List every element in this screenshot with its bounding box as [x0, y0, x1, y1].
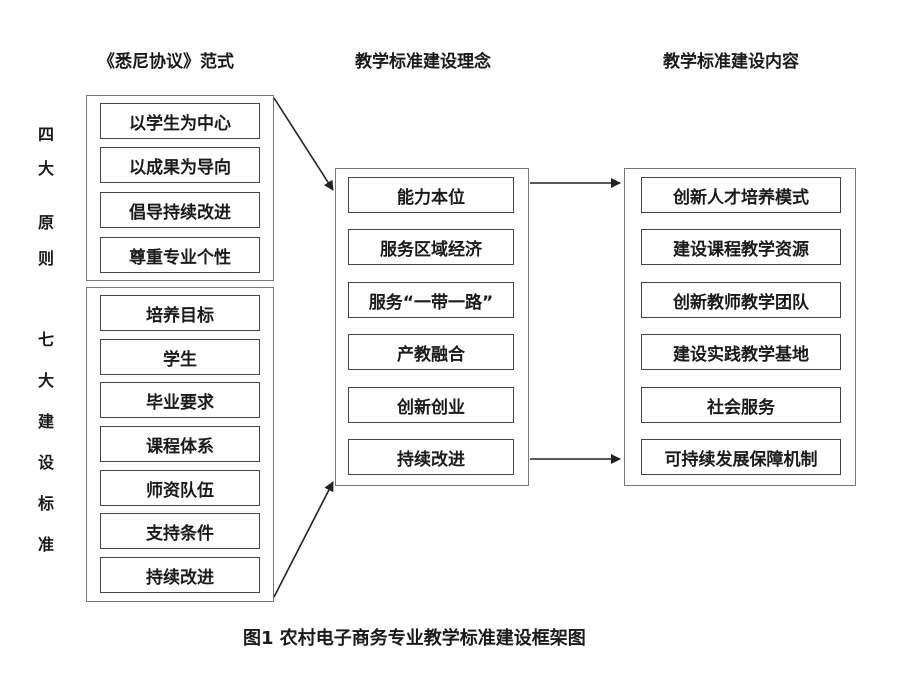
content-box: 可持续发展保障机制: [641, 439, 841, 475]
principles-group: [86, 95, 274, 281]
standard-box: 师资队伍: [100, 470, 260, 506]
standards-group: [86, 287, 274, 602]
standard-box: 学生: [100, 339, 260, 375]
content-box: 创新人才培养模式: [641, 177, 841, 213]
content-box: 建设实践教学基地: [641, 334, 841, 370]
standard-box: 课程体系: [100, 426, 260, 462]
concept-box: 服务区域经济: [348, 229, 514, 265]
concepts-group: [335, 168, 529, 486]
concept-box: 能力本位: [348, 177, 514, 213]
standard-box: 毕业要求: [100, 382, 260, 418]
arrow-principles-to-concepts: [273, 97, 334, 191]
concept-box: 服务“一带一路”: [348, 282, 514, 318]
concept-box: 创新创业: [348, 387, 514, 423]
concept-box: 产教融合: [348, 334, 514, 370]
left-column-title: 《悉尼协议》范式: [98, 52, 234, 72]
principle-box: 尊重专业个性: [100, 237, 260, 273]
standard-box: 培养目标: [100, 295, 260, 331]
standards-label-char: 设: [38, 453, 55, 472]
standards-label-char: 标: [38, 494, 55, 513]
principle-box: 以学生为中心: [100, 103, 260, 139]
principle-box: 以成果为导向: [100, 147, 260, 183]
standards-label-char: 建: [38, 412, 55, 431]
content-box: 创新教师教学团队: [641, 282, 841, 318]
arrow-standards-to-concepts: [273, 481, 334, 598]
principles-label-char: 原: [38, 213, 55, 232]
right-column-title: 教学标准建设内容: [663, 52, 799, 72]
standards-label-char: 准: [38, 535, 55, 554]
middle-column-title: 教学标准建设理念: [355, 52, 491, 72]
figure-caption: 图1 农村电子商务专业教学标准建设框架图: [243, 628, 586, 649]
principles-label-char: 大: [38, 159, 55, 178]
contents-group: [624, 168, 856, 486]
principles-label-char: 四: [38, 125, 55, 144]
concept-box: 持续改进: [348, 439, 514, 475]
principle-box: 倡导持续改进: [100, 192, 260, 228]
content-box: 社会服务: [641, 387, 841, 423]
content-box: 建设课程教学资源: [641, 229, 841, 265]
principles-label-char: 则: [38, 249, 55, 268]
standard-box: 支持条件: [100, 513, 260, 549]
standard-box: 持续改进: [100, 557, 260, 593]
standards-label-char: 大: [38, 371, 55, 390]
standards-label-char: 七: [38, 330, 55, 349]
